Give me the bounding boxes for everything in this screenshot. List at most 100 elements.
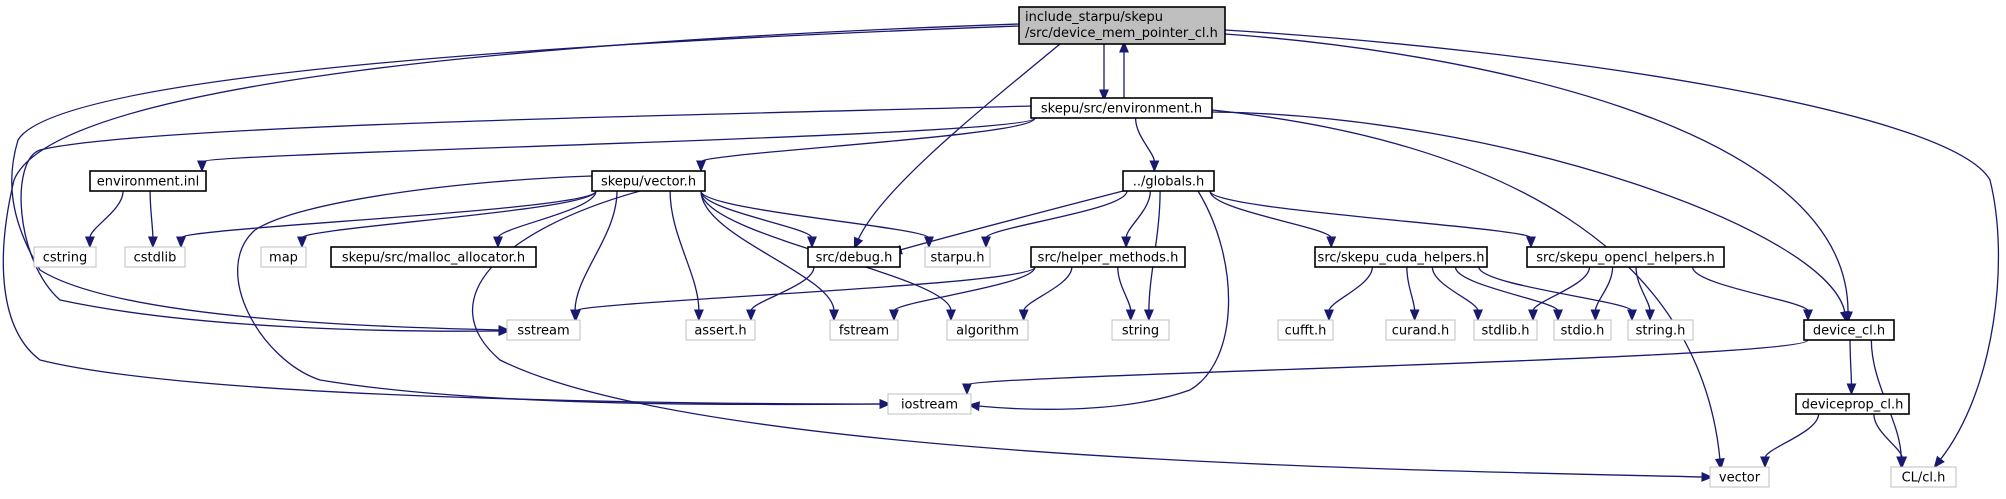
node-cl-h: CL/cl.h — [1890, 466, 1957, 488]
node-box — [591, 170, 706, 192]
node-label: src/debug.h — [816, 251, 893, 266]
node-box — [829, 319, 899, 341]
edge-helper-methods-h-to-algorithm — [1018, 266, 1073, 322]
edge-globals-h-to-debug-h — [890, 190, 1124, 255]
node-label: src/skepu_opencl_helpers.h — [1536, 251, 1714, 266]
node-box — [1018, 6, 1226, 45]
arrowhead — [1149, 160, 1160, 173]
arrowhead — [1143, 309, 1154, 322]
edge-vector-h-to-malloc-allocator-h — [493, 190, 597, 249]
node-assert-h: assert.h — [685, 319, 756, 341]
arrowhead — [1590, 309, 1601, 322]
node-label: sstream — [517, 324, 569, 339]
node-debug-h[interactable]: src/debug.h — [807, 246, 901, 268]
node-label: cstring — [43, 251, 87, 266]
arrowhead — [1645, 309, 1655, 322]
node-cstring: cstring — [33, 246, 97, 268]
node-box — [1473, 319, 1538, 341]
node-box — [1803, 319, 1895, 341]
edge-globals-h-to-cuda-helpers-h — [1209, 190, 1337, 249]
node-environment-inl[interactable]: environment.inl — [89, 170, 207, 192]
node-box — [1890, 466, 1957, 488]
edge-environment-h-to-root — [1119, 40, 1129, 98]
edge-environment-inl-to-cstring — [84, 190, 124, 249]
edge-root-to-cl-h — [1224, 29, 2000, 469]
node-box — [330, 246, 537, 268]
node-label: string — [1122, 324, 1159, 339]
arrowhead — [962, 383, 972, 396]
node-label: stdlib.h — [1482, 324, 1530, 339]
arrowhead — [498, 326, 511, 336]
node-malloc-allocator-h[interactable]: skepu/src/malloc_allocator.h — [330, 246, 537, 268]
edge-cuda-helpers-h-to-string-h — [1478, 266, 1637, 322]
arrowhead — [1701, 472, 1714, 482]
arrowhead — [1526, 236, 1536, 249]
edge-globals-h-to-opencl-helpers-h — [1209, 190, 1536, 249]
node-helper-methods-h[interactable]: src/helper_methods.h — [1030, 246, 1186, 268]
arrowhead — [176, 236, 186, 249]
node-label: stdio.h — [1561, 324, 1605, 339]
edge-environment-h-to-environment-inl — [197, 117, 1036, 173]
edge-root-to-device-cl-h — [1224, 33, 1853, 324]
arrowhead — [1125, 309, 1136, 322]
node-sstream: sstream — [506, 319, 581, 341]
arrowhead — [1553, 309, 1563, 322]
edge-vector-h-to-sstream — [570, 190, 618, 322]
node-deviceprop-cl-h[interactable]: deviceprop_cl.h — [1795, 393, 1910, 415]
node-label: include_starpu/skepu — [1025, 10, 1163, 25]
node-label: src/helper_methods.h — [1038, 251, 1179, 266]
node-label: skepu/src/malloc_allocator.h — [342, 251, 525, 266]
edge-debug-h-to-assert-h — [746, 266, 815, 322]
node-cuda-helpers-h[interactable]: src/skepu_cuda_helpers.h — [1314, 246, 1488, 268]
node-box — [506, 319, 581, 341]
edge-deviceprop-cl-h-to-vector — [1760, 413, 1820, 469]
edge-opencl-helpers-h-to-device-cl-h — [1691, 266, 1813, 322]
edge-helper-methods-h-to-fstream — [889, 266, 1036, 322]
arrowhead — [84, 236, 95, 249]
arrowhead — [571, 309, 581, 322]
node-label: vector — [1719, 471, 1761, 486]
node-device-cl-h[interactable]: device_cl.h — [1803, 319, 1895, 341]
arrowhead — [1897, 456, 1908, 469]
node-box — [124, 246, 186, 268]
arrowhead — [693, 309, 704, 322]
arrowhead — [147, 236, 158, 249]
node-label: cufft.h — [1285, 324, 1327, 339]
edge-vector-h-to-starpu-h — [700, 190, 934, 249]
node-box — [924, 246, 991, 268]
node-box — [946, 319, 1029, 341]
arrowhead — [967, 401, 980, 412]
node-label: /src/device_mem_pointer_cl.h — [1025, 26, 1218, 41]
edge-environment-h-to-vector — [1211, 109, 1725, 471]
node-stdlib-h: stdlib.h — [1473, 319, 1538, 341]
node-environment-h[interactable]: skepu/src/environment.h — [1030, 97, 1213, 119]
edge-vector-h-to-cstdlib — [176, 190, 597, 249]
node-box — [33, 246, 97, 268]
arrowhead — [493, 236, 503, 249]
edge-deviceprop-cl-h-to-cl-h — [1873, 413, 1908, 469]
node-vector-h[interactable]: skepu/vector.h — [591, 170, 706, 192]
arrowhead — [1121, 236, 1132, 249]
edge-device-cl-h-to-iostream — [962, 339, 1809, 396]
node-label: starpu.h — [930, 251, 984, 266]
node-label: skepu/src/environment.h — [1041, 102, 1202, 117]
node-label: ../globals.h — [1133, 175, 1204, 190]
node-label: map — [269, 251, 298, 266]
node-box — [1526, 246, 1725, 268]
node-box — [1385, 319, 1456, 341]
node-curand-h: curand.h — [1385, 319, 1456, 341]
arrowhead — [1324, 309, 1334, 322]
edge-vector-h-to-debug-h — [700, 190, 817, 249]
node-label: skepu/vector.h — [601, 175, 696, 190]
arrowhead — [1627, 309, 1637, 322]
node-root[interactable]: include_starpu/skepu/src/device_mem_poin… — [1018, 6, 1226, 45]
arrowhead — [1933, 455, 1945, 469]
edge-opencl-helpers-h-to-string-h — [1635, 266, 1655, 322]
arrowhead — [1409, 309, 1420, 322]
arrowhead — [297, 236, 307, 249]
node-iostream: iostream — [887, 393, 972, 415]
node-box — [1030, 97, 1213, 119]
node-label: iostream — [901, 398, 958, 413]
node-globals-h[interactable]: ../globals.h — [1122, 170, 1215, 192]
node-opencl-helpers-h[interactable]: src/skepu_opencl_helpers.h — [1526, 246, 1725, 268]
